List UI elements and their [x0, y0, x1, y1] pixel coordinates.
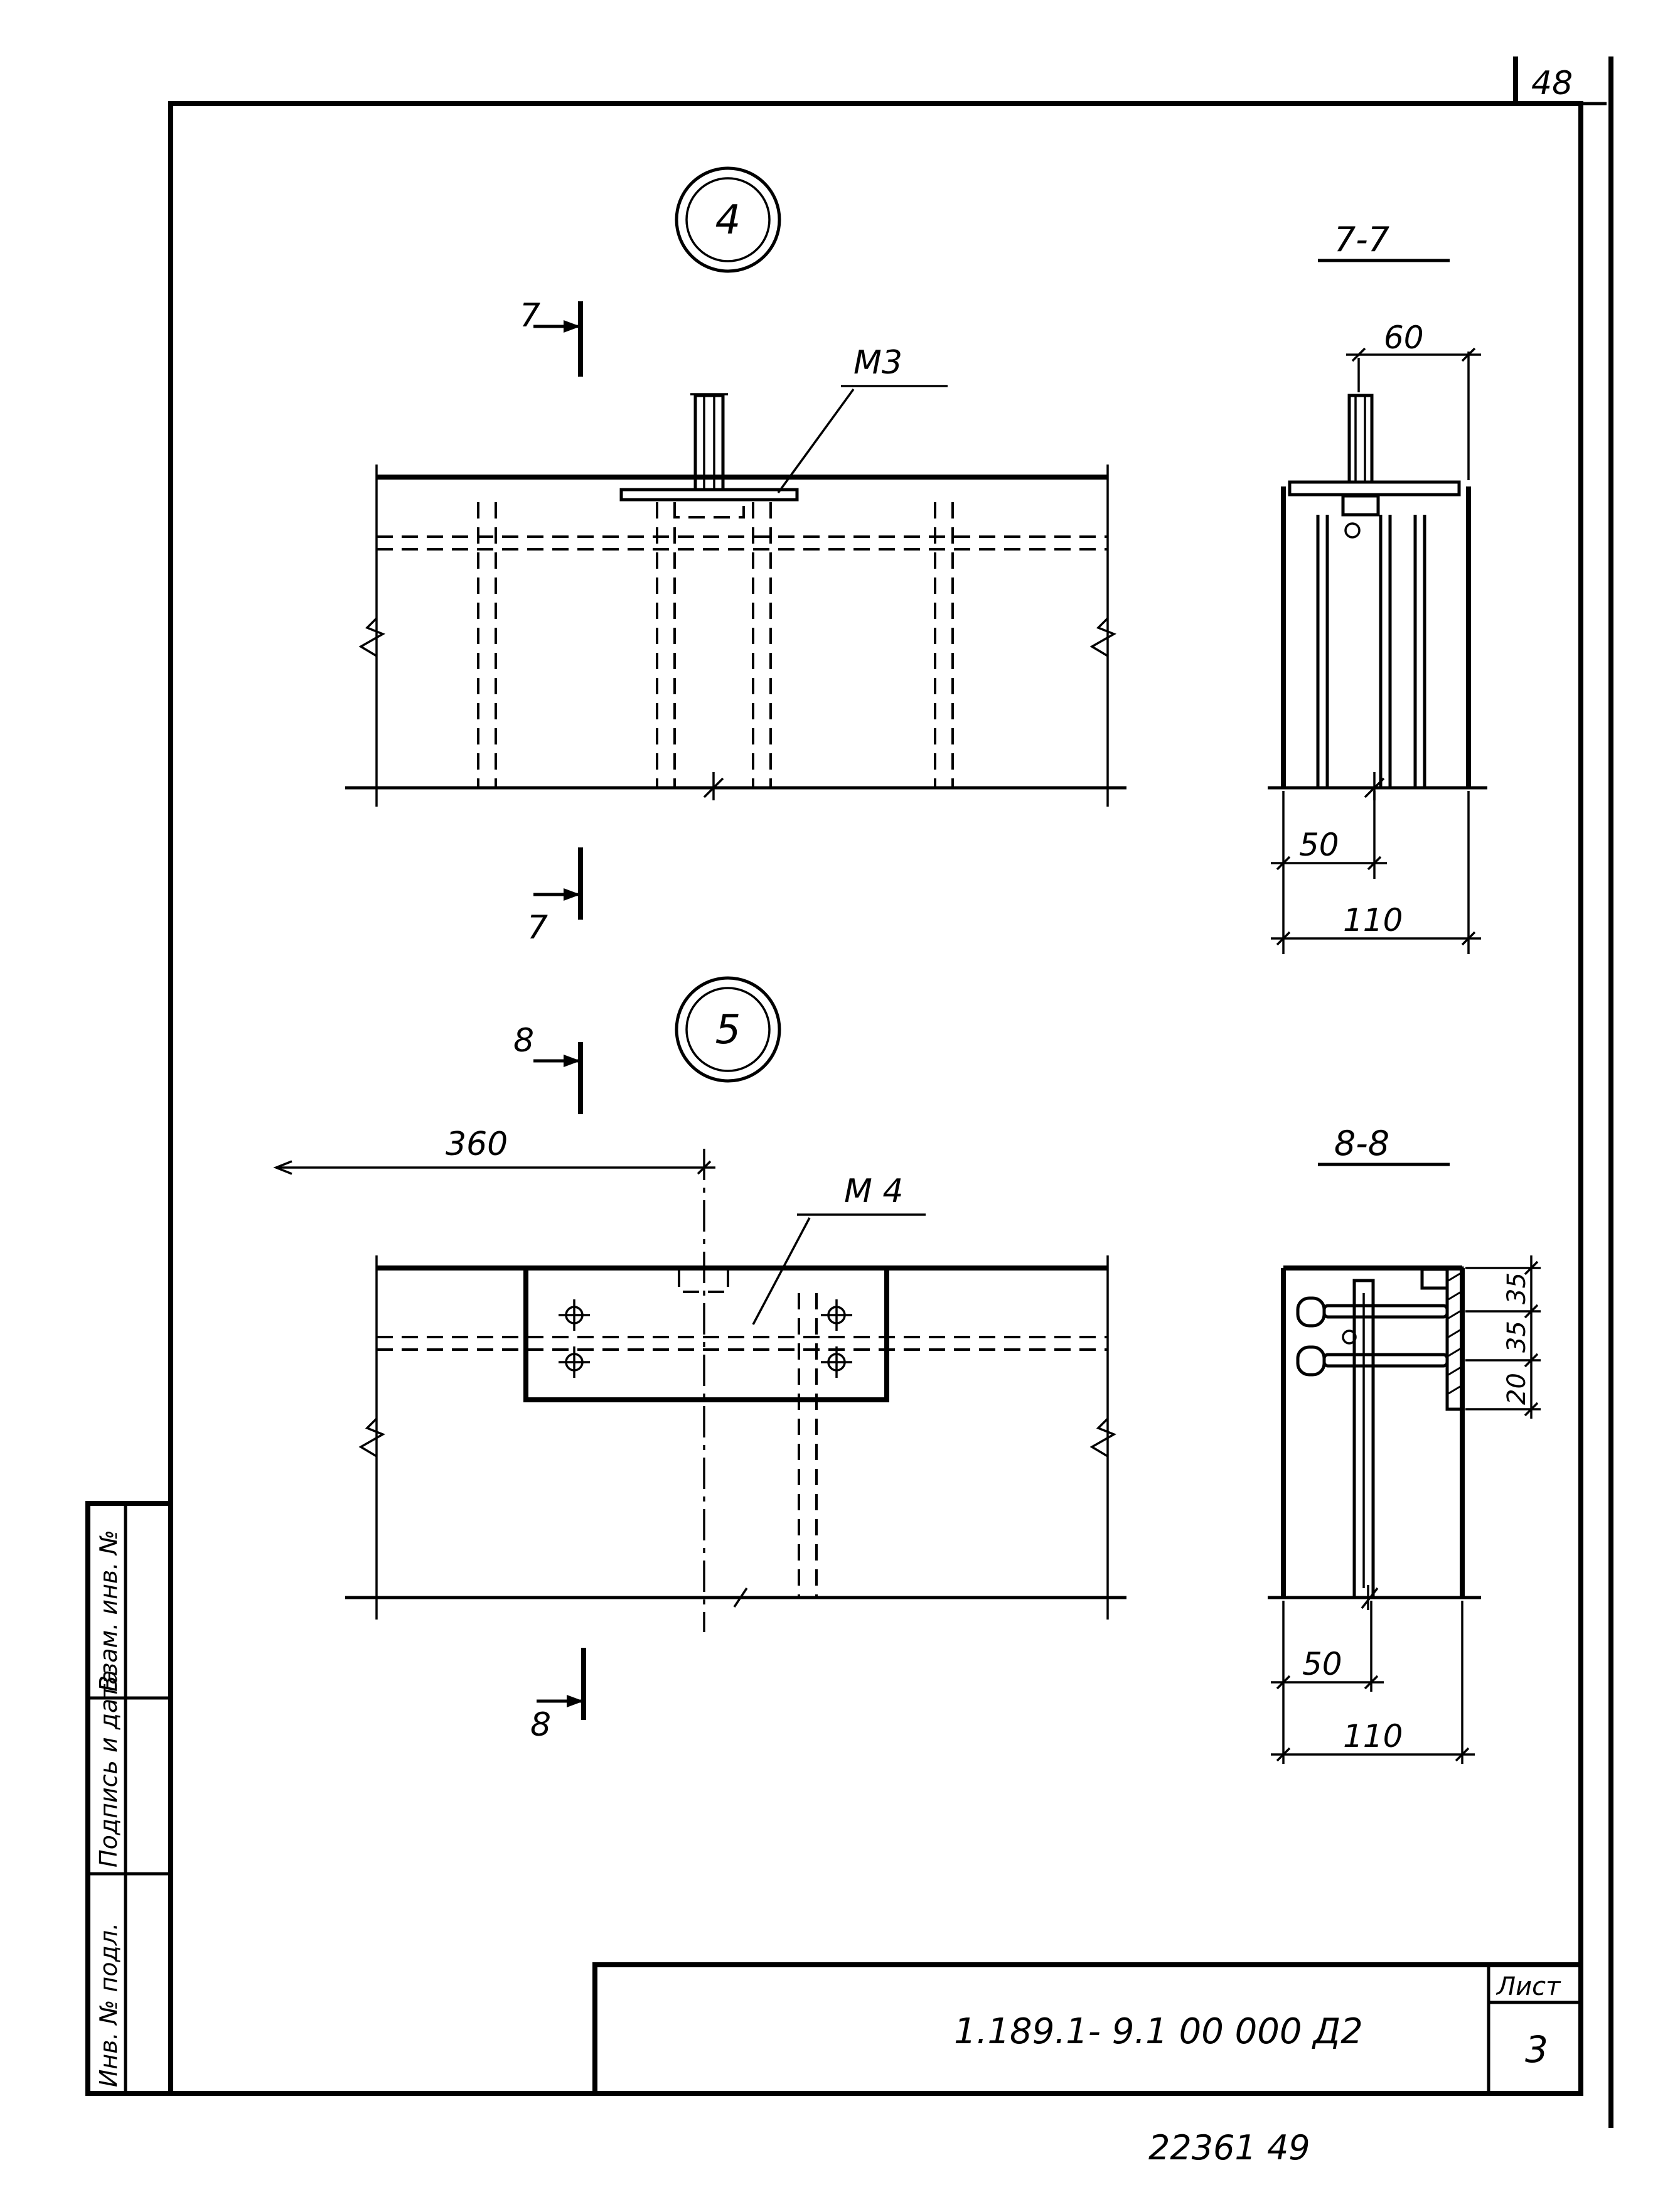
dim-7-110: 110: [1343, 902, 1403, 938]
node5-label: 5: [715, 1007, 741, 1053]
sheet-number: 3: [1525, 2028, 1548, 2071]
node4-elevation: [345, 385, 1126, 807]
node5-offset-dimension: [273, 1149, 715, 1632]
stamp-cell-replacement: Взам. инв. №: [95, 1530, 122, 1692]
mark-m4: М 4: [844, 1173, 903, 1210]
footer-number: 22361 49: [1148, 2128, 1310, 2168]
node5-elevation: [345, 1213, 1126, 1620]
section7-cut-bottom: [533, 847, 583, 920]
node5-marker: [675, 976, 781, 1083]
section7-cut-top-label: 7: [520, 297, 540, 335]
dim-8-110: 110: [1343, 1718, 1403, 1754]
section8-title: 8-8: [1334, 1124, 1389, 1163]
title-block: [592, 1962, 1583, 2096]
section7-cut-top: [533, 301, 583, 377]
side-stamp: [85, 1501, 173, 2096]
section7-cut-bottom-label: 7: [527, 909, 548, 947]
mark-m3: М3: [853, 344, 902, 382]
dim-8-50: 50: [1302, 1646, 1342, 1682]
corner-page-number: 48: [1531, 65, 1573, 102]
section8-dimensions: [1271, 1255, 1541, 1764]
anchor-holes: [559, 1299, 852, 1378]
node4-marker: [675, 166, 781, 273]
anchor-bolt: [1322, 1353, 1449, 1368]
dim-7-60: 60: [1384, 320, 1424, 356]
section8-cut-top-label: 8: [513, 1022, 534, 1060]
dim-8-20: 20: [1502, 1373, 1531, 1405]
anchor-bolt: [1322, 1304, 1449, 1319]
dim-360: 360: [446, 1126, 508, 1163]
section7-title: 7-7: [1334, 220, 1389, 259]
stamp-cell-inventory: Инв. № подл.: [95, 1923, 122, 2087]
section7-view: [1268, 394, 1487, 800]
node4-label: 4: [715, 197, 741, 244]
dim-8-35-mid: 35: [1502, 1321, 1531, 1353]
section7-dimensions: [1271, 347, 1481, 954]
dim-7-50: 50: [1299, 827, 1339, 863]
stamp-cell-signature: Подпись и дата: [95, 1670, 122, 1867]
section8-cut-top: [533, 1042, 583, 1114]
dim-8-35-top: 35: [1502, 1272, 1531, 1304]
section8-view: [1268, 1265, 1481, 1610]
section8-cut-bottom-label: 8: [530, 1706, 551, 1744]
drawing-designation: 1.189.1- 9.1 00 000 Д2: [954, 2011, 1363, 2052]
section8-cut-bottom: [537, 1648, 586, 1720]
sheet-label: Лист: [1495, 1972, 1561, 2001]
